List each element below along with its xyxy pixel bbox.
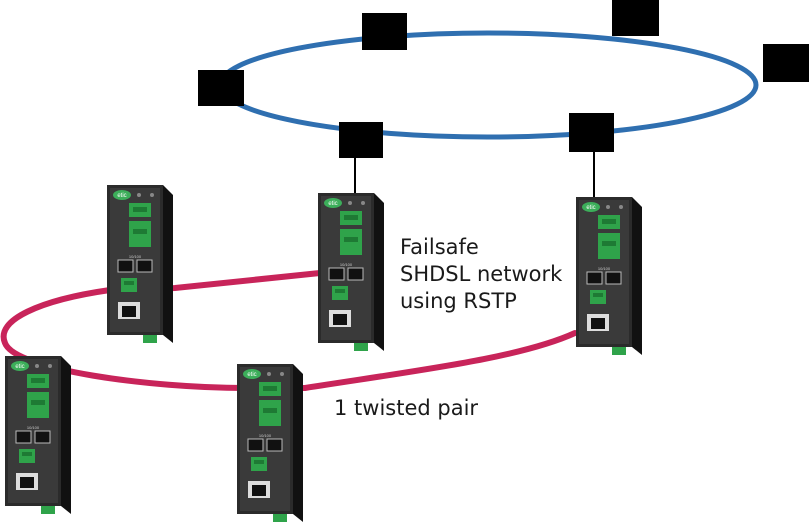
switch-node-icon <box>612 0 659 36</box>
switch-node-icon <box>763 44 809 82</box>
shdsl-modem-icon <box>5 356 72 515</box>
shdsl-modem-icon <box>107 185 174 344</box>
twisted-pair-label: 1 twisted pair <box>334 396 479 420</box>
shdsl-modem-icon <box>237 364 304 523</box>
shdsl-network-label: Failsafe SHDSL network using RSTP <box>400 234 562 315</box>
switch-node-icon <box>339 122 383 158</box>
label-line-3: using RSTP <box>400 289 517 313</box>
switch-node-icon <box>569 113 614 152</box>
shdsl-modem-icon <box>318 193 385 352</box>
switch-node-icon <box>362 13 407 50</box>
backbone-ring <box>217 30 759 140</box>
label-line-1: Failsafe <box>400 235 479 259</box>
switch-node-icon <box>198 70 244 106</box>
shdsl-modem-icon <box>576 197 643 356</box>
label-line-2: SHDSL network <box>400 262 563 286</box>
